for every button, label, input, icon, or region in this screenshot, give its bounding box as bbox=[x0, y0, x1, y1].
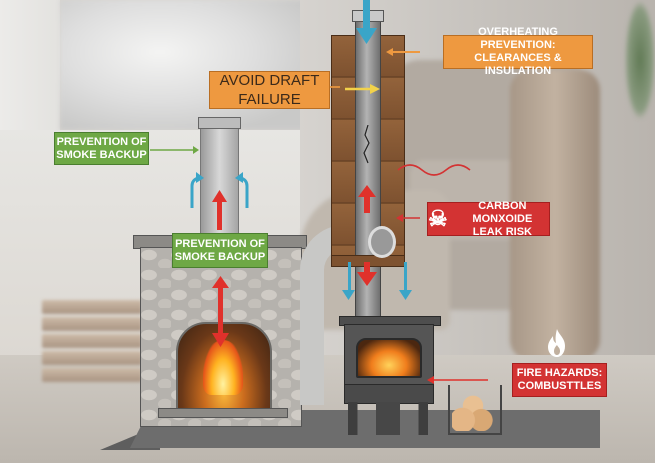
chimney-insulation-left bbox=[331, 35, 357, 257]
label-carbon-monoxide-leak: ☠ CARBON MONXOIDE LEAK RISK bbox=[427, 199, 550, 238]
book bbox=[42, 317, 142, 331]
stove-pipe-collar bbox=[368, 226, 396, 258]
blue-downdraft-arrow-right bbox=[399, 262, 412, 300]
red-exhaust-arrow-stove-upper bbox=[358, 185, 376, 213]
red-double-arrow-fireplace bbox=[212, 276, 229, 347]
fireplace-fire bbox=[203, 340, 243, 395]
label-overheating-line1: OVERHEATING PREVENTION: bbox=[478, 26, 558, 51]
firewood-rack bbox=[448, 385, 502, 435]
yellow-draft-arrow bbox=[345, 84, 380, 94]
blue-downdraft-arrow-left bbox=[342, 262, 355, 300]
firewood-logs bbox=[452, 395, 494, 431]
red-fire-hazard-arrow bbox=[427, 376, 488, 384]
orange-overheating-arrow bbox=[386, 48, 420, 56]
pipe-crack bbox=[363, 125, 370, 164]
label-avoid-draft-failure: AVOID DRAFT FAILURE bbox=[209, 71, 330, 109]
label-co-line1: CARBON MONXOIDE bbox=[472, 199, 533, 225]
blue-updraft-arrow-right bbox=[235, 172, 249, 208]
label-smoke-backup-top-line2: SMOKE BACKUP bbox=[56, 148, 147, 161]
background-plant bbox=[625, 0, 655, 120]
red-exhaust-arrow-stove-lower bbox=[357, 262, 377, 286]
red-co-arrow bbox=[396, 214, 420, 222]
label-draft-line1: AVOID DRAFT bbox=[219, 72, 320, 89]
flame-icon bbox=[545, 328, 569, 365]
wood-stove-fire-window bbox=[356, 338, 422, 378]
book bbox=[42, 300, 142, 314]
book-stack bbox=[42, 300, 142, 400]
label-co-line2: LEAK RISK bbox=[472, 225, 532, 238]
label-fire-line2: COMBUSTTLES bbox=[517, 380, 602, 392]
book bbox=[42, 334, 142, 348]
red-updraft-arrow-fireplace-chimney bbox=[212, 190, 227, 230]
fireplace-chimney-cap bbox=[198, 117, 241, 129]
label-fire-hazards: FIRE HAZARDS: COMBUSTTLES bbox=[512, 363, 607, 397]
co-leak-wave bbox=[397, 164, 471, 176]
green-connector-line bbox=[150, 146, 199, 154]
label-smoke-backup-mantel-line1: PREVENTION OF bbox=[175, 237, 265, 250]
wood-stove-legs bbox=[348, 402, 428, 435]
label-smoke-backup-top: PREVENTION OF SMOKE BACKUP bbox=[54, 132, 149, 165]
blue-updraft-arrow-left bbox=[190, 172, 204, 208]
label-fire-line1: FIRE HAZARDS: bbox=[516, 367, 603, 379]
fireplace-hearth-sill bbox=[158, 408, 288, 418]
label-smoke-backup-mantel: PREVENTION OF SMOKE BACKUP bbox=[172, 233, 268, 268]
label-smoke-backup-top-line1: PREVENTION OF bbox=[56, 135, 147, 148]
book bbox=[42, 351, 142, 365]
label-overheating-prevention: OVERHEATING PREVENTION: CLEARANCES & INS… bbox=[443, 26, 593, 77]
label-draft-line2: FAILURE bbox=[238, 91, 301, 108]
book bbox=[42, 368, 142, 382]
label-smoke-backup-mantel-line2: SMOKE BACKUP bbox=[174, 250, 266, 263]
label-overheating-line2: CLEARANCES & INSULATION bbox=[474, 52, 562, 77]
skull-crossbones-icon: ☠ bbox=[428, 206, 448, 231]
blue-downdraft-arrow-top bbox=[356, 0, 377, 44]
